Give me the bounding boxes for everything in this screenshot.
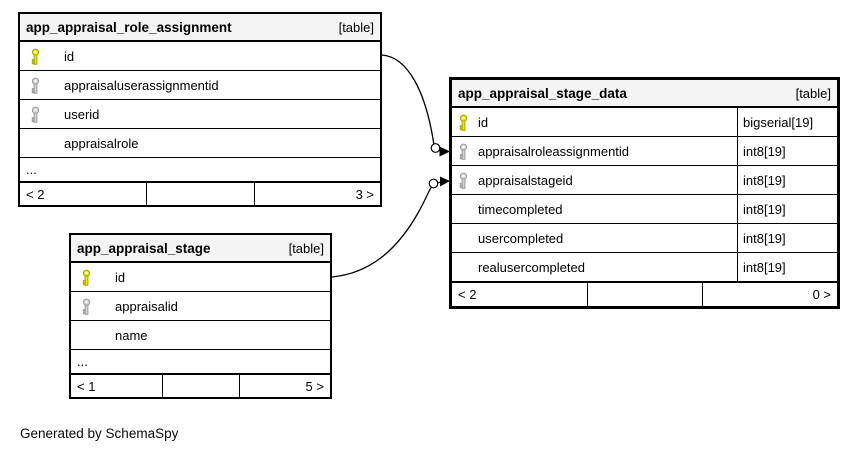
column-row: realusercompleted int8[19] (452, 252, 837, 281)
foreign-key-icon (458, 172, 478, 189)
column-type: int8[19] (737, 195, 837, 223)
primary-key-icon (30, 48, 64, 65)
column-name: appraisalstageid (478, 172, 573, 188)
column-row: id bigserial[19] (452, 108, 837, 136)
table-footer: < 2 3 > (20, 181, 380, 205)
primary-key-icon (81, 269, 115, 286)
column-row: id (20, 42, 380, 70)
generator-credit: Generated by SchemaSpy (20, 426, 179, 441)
footer-spacer (586, 283, 703, 306)
table-badge: [table] (795, 85, 831, 101)
column-name: id (115, 269, 126, 285)
column-name: id (64, 48, 75, 64)
footer-spacer (146, 183, 254, 205)
column-row: name (71, 320, 330, 349)
column-row: appraisalstageid int8[19] (452, 165, 837, 194)
foreign-key-icon (30, 106, 64, 123)
table-title[interactable]: app_appraisal_role_assignment (26, 19, 232, 35)
column-name: name (115, 327, 148, 343)
table-header[interactable]: app_appraisal_role_assignment [table] (20, 14, 380, 42)
column-row: appraisaluserassignmentid (20, 70, 380, 99)
column-row: usercompleted int8[19] (452, 223, 837, 252)
relation-count-left: < 1 (77, 378, 96, 394)
foreign-key-icon (458, 143, 478, 160)
column-type: int8[19] (737, 137, 837, 165)
column-row: appraisalroleassignmentid int8[19] (452, 136, 837, 165)
table-badge: [table] (288, 240, 324, 256)
column-name: appraisalrole (64, 135, 139, 151)
column-type: int8[19] (737, 224, 837, 252)
column-row: timecompleted int8[19] (452, 194, 837, 223)
relationship-line-role-assignment (381, 54, 450, 157)
table-header[interactable]: app_appraisal_stage [table] (71, 235, 330, 263)
table-footer: < 2 0 > (452, 281, 837, 306)
table-footer: < 1 5 > (71, 373, 330, 397)
more-columns-ellipsis: ... (71, 349, 330, 373)
foreign-key-icon (30, 77, 64, 94)
cardinality-circle-icon (430, 143, 441, 153)
table-badge: [table] (338, 19, 374, 35)
column-name: timecompleted (478, 201, 563, 217)
table-title[interactable]: app_appraisal_stage_data (458, 85, 627, 101)
relation-count-left: < 2 (26, 186, 45, 202)
relation-count-right: 5 > (239, 375, 330, 397)
relation-count-right: 3 > (254, 183, 380, 205)
primary-key-icon (458, 114, 478, 131)
column-name: userid (64, 106, 100, 122)
column-type: int8[19] (737, 166, 837, 194)
table-header[interactable]: app_appraisal_stage_data [table] (452, 80, 837, 108)
table-node-role-assignment[interactable]: app_appraisal_role_assignment [table] id… (18, 12, 382, 207)
column-row: appraisalid (71, 291, 330, 320)
column-row: userid (20, 99, 380, 128)
table-title[interactable]: app_appraisal_stage (77, 240, 211, 256)
column-name: appraisaluserassignmentid (64, 77, 219, 93)
column-name: usercompleted (478, 230, 564, 246)
column-name: id (478, 114, 489, 130)
column-row: id (71, 263, 330, 291)
relation-count-right: 0 > (702, 283, 837, 306)
foreign-key-icon (81, 298, 115, 315)
column-name: realusercompleted (478, 259, 585, 275)
cardinality-circle-icon (428, 178, 439, 189)
column-type: int8[19] (737, 253, 837, 281)
column-row: appraisalrole (20, 128, 380, 157)
column-name: appraisalroleassignmentid (478, 143, 630, 159)
relation-count-left: < 2 (458, 287, 477, 302)
footer-spacer (161, 375, 240, 397)
table-node-stage-data[interactable]: app_appraisal_stage_data [table] id bigs… (449, 77, 840, 309)
column-name: appraisalid (115, 298, 178, 314)
more-columns-ellipsis: ... (20, 157, 380, 181)
table-node-stage[interactable]: app_appraisal_stage [table] id appraisal… (69, 233, 332, 399)
column-type: bigserial[19] (737, 108, 837, 136)
